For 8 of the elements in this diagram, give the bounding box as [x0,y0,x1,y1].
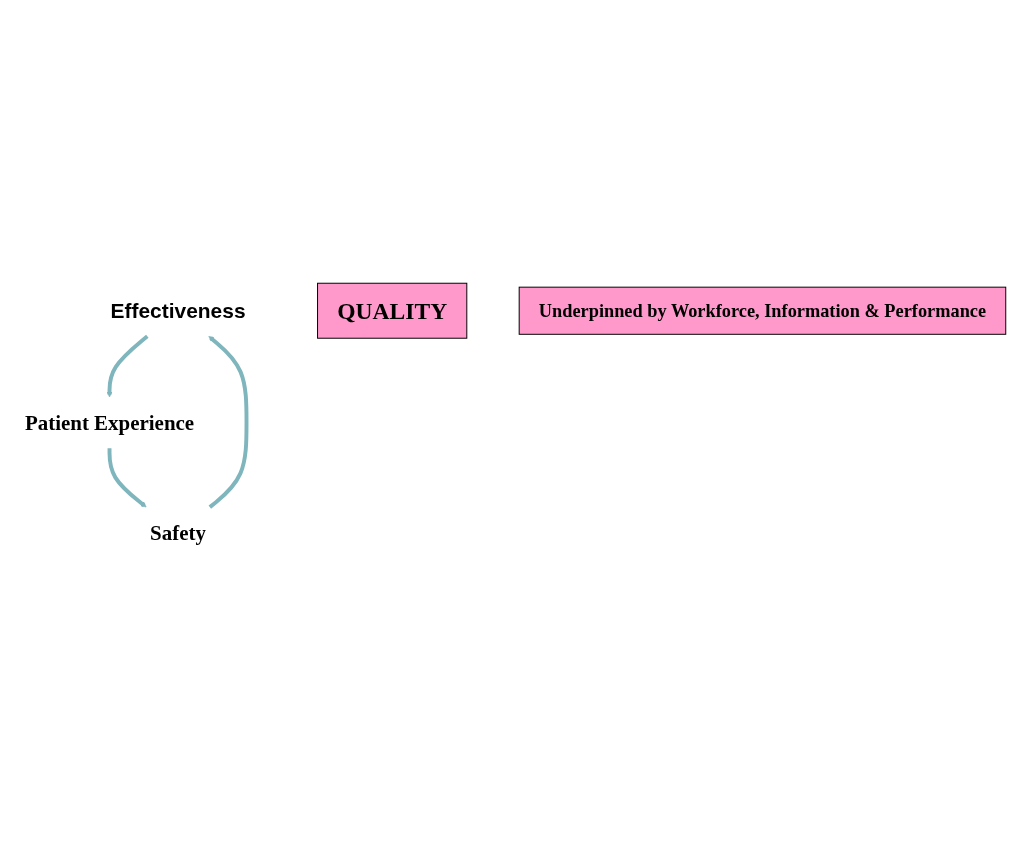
arrow [208,335,249,509]
arrow [106,334,149,398]
node-text: Patient Experience [24,410,195,435]
node-text: Safety [150,520,206,545]
arrow [107,448,147,508]
node-box: QUALITY [317,282,468,339]
node-text: Effectiveness [110,298,246,323]
node-box: Underpinned by Workforce, Information & Performance [518,286,1007,335]
